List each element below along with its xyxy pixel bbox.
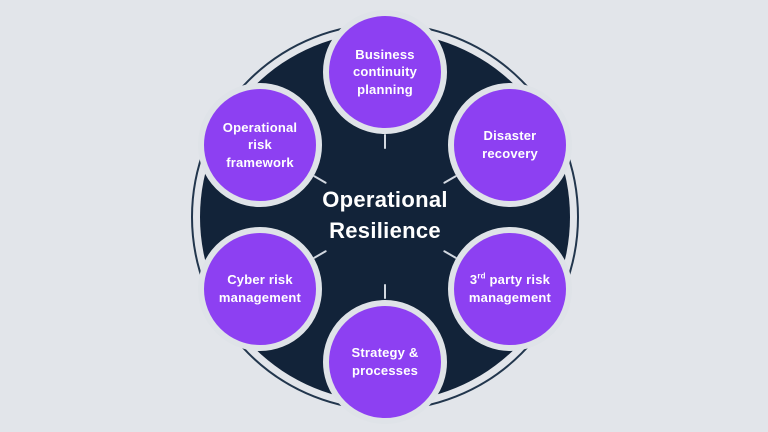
circle-strategy-processes: Strategy & processes: [323, 300, 447, 424]
circle-label-disaster-recovery: Disaster recovery: [482, 128, 538, 161]
circle-disaster-recovery: Disaster recovery: [448, 83, 572, 207]
circle-cyber-risk-management: Cyber risk management: [198, 227, 322, 351]
circle-label-third-party-risk-management: 3rd party risk management: [468, 272, 552, 305]
connector-tick-bottom: [384, 284, 386, 299]
circle-label-business-continuity-planning: Business continuity planning: [352, 46, 418, 97]
circle-third-party-risk-management: 3rd party risk management: [448, 227, 572, 351]
circle-label-operational-risk-framework: Operational risk framework: [222, 119, 298, 170]
hub-title: Operational Resilience: [322, 187, 448, 243]
connector-tick-top: [384, 134, 386, 149]
circle-label-cyber-risk-management: Cyber risk management: [218, 272, 302, 305]
circle-operational-risk-framework: Operational risk framework: [198, 83, 322, 207]
circle-business-continuity-planning: Business continuity planning: [323, 10, 447, 134]
circle-label-strategy-processes: Strategy & processes: [351, 345, 419, 378]
